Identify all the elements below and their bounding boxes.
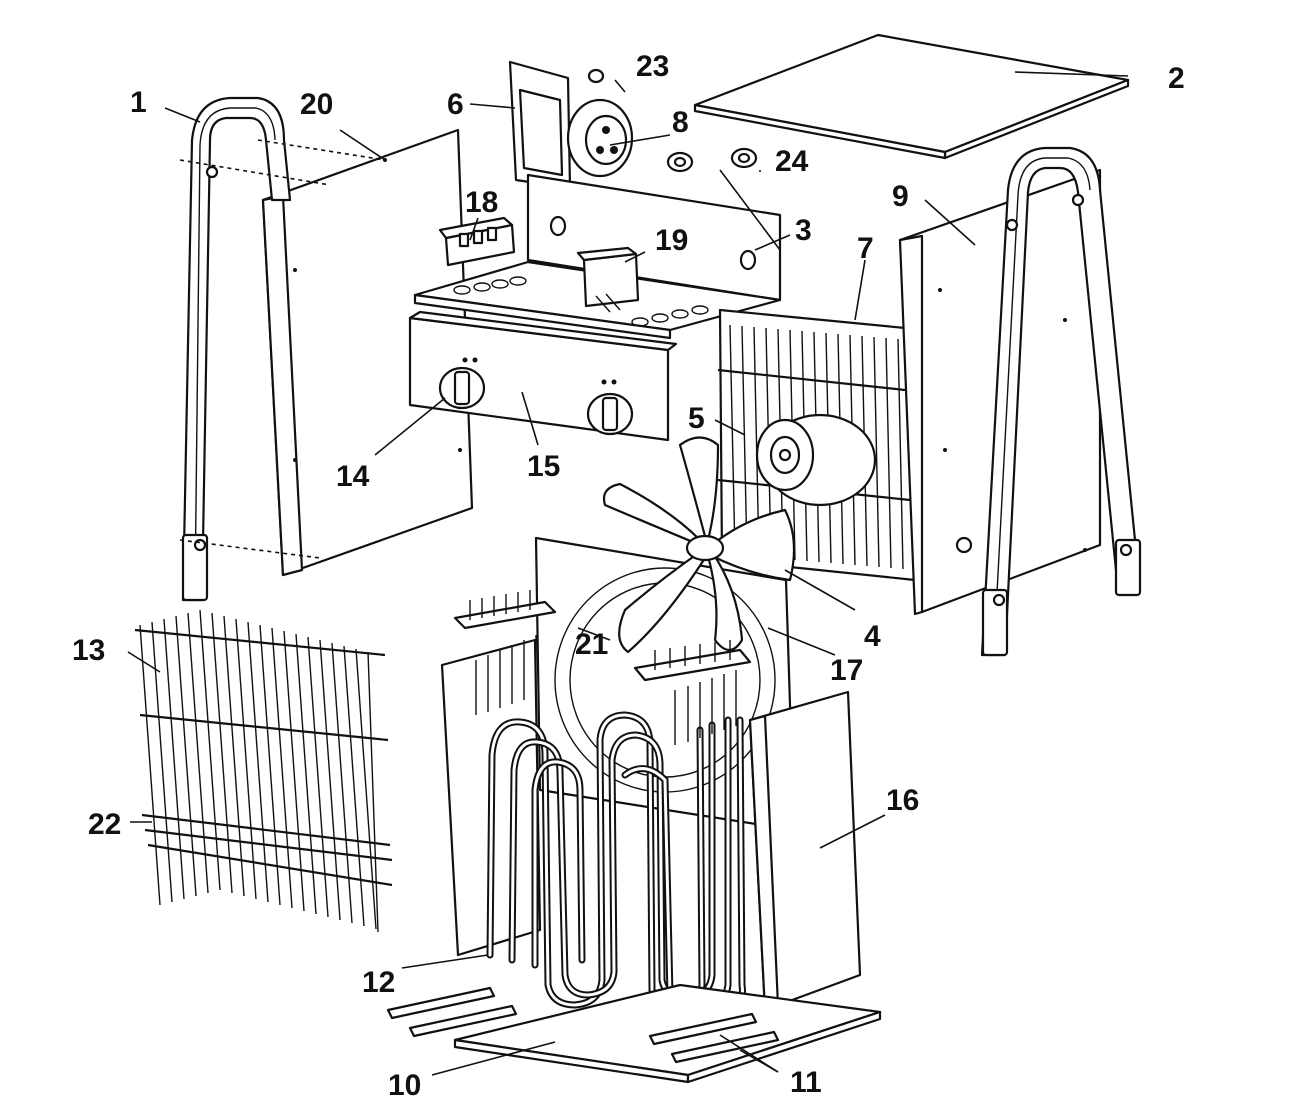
part-label-10: 10 [388,1069,421,1102]
top-cover [693,33,1130,160]
connector-housing [508,60,572,190]
fan-blade [602,436,796,654]
part-label-7: 7 [857,232,874,265]
part-number-labels: 1 2 3 4 5 6 7 8 9 10 11 12 13 14 15 16 1… [72,50,1185,1102]
terminal-block [438,216,516,267]
part-label-23: 23 [636,50,669,83]
part-label-11: 11 [790,1066,822,1099]
part-label-24: 24 [775,145,809,178]
part-label-22: 22 [88,808,121,841]
part-label-14: 14 [336,460,370,493]
left-side-panel [261,128,474,577]
fan-motor [755,413,877,507]
protective-grille [134,609,393,933]
thermostat [576,246,640,313]
part-label-15: 15 [527,450,560,483]
part-label-9: 9 [892,180,909,213]
terminal-strips [453,590,752,682]
part-label-18: 18 [465,186,498,219]
element-clips [386,986,780,1064]
part-label-13: 13 [72,634,105,667]
grommets [666,147,758,173]
part-label-2: 2 [1168,62,1185,95]
part-label-20: 20 [300,88,333,121]
part-label-12: 12 [362,966,395,999]
left-handle [179,96,386,602]
part-label-3: 3 [795,214,812,247]
cap [587,68,605,84]
part-label-8: 8 [672,106,689,139]
part-label-16: 16 [886,784,919,817]
part-label-1: 1 [130,86,147,119]
part-label-4: 4 [864,620,881,653]
leader-lines [127,71,1129,1076]
right-handle [980,146,1142,657]
element-side-panel [748,690,862,1012]
base-plate [453,983,882,1084]
control-knobs [438,366,634,436]
part-label-6: 6 [447,88,464,121]
power-plug [566,98,634,178]
part-label-5: 5 [688,402,705,435]
part-label-19: 19 [655,224,688,257]
part-label-17: 17 [830,654,863,687]
part-label-21: 21 [575,628,608,661]
